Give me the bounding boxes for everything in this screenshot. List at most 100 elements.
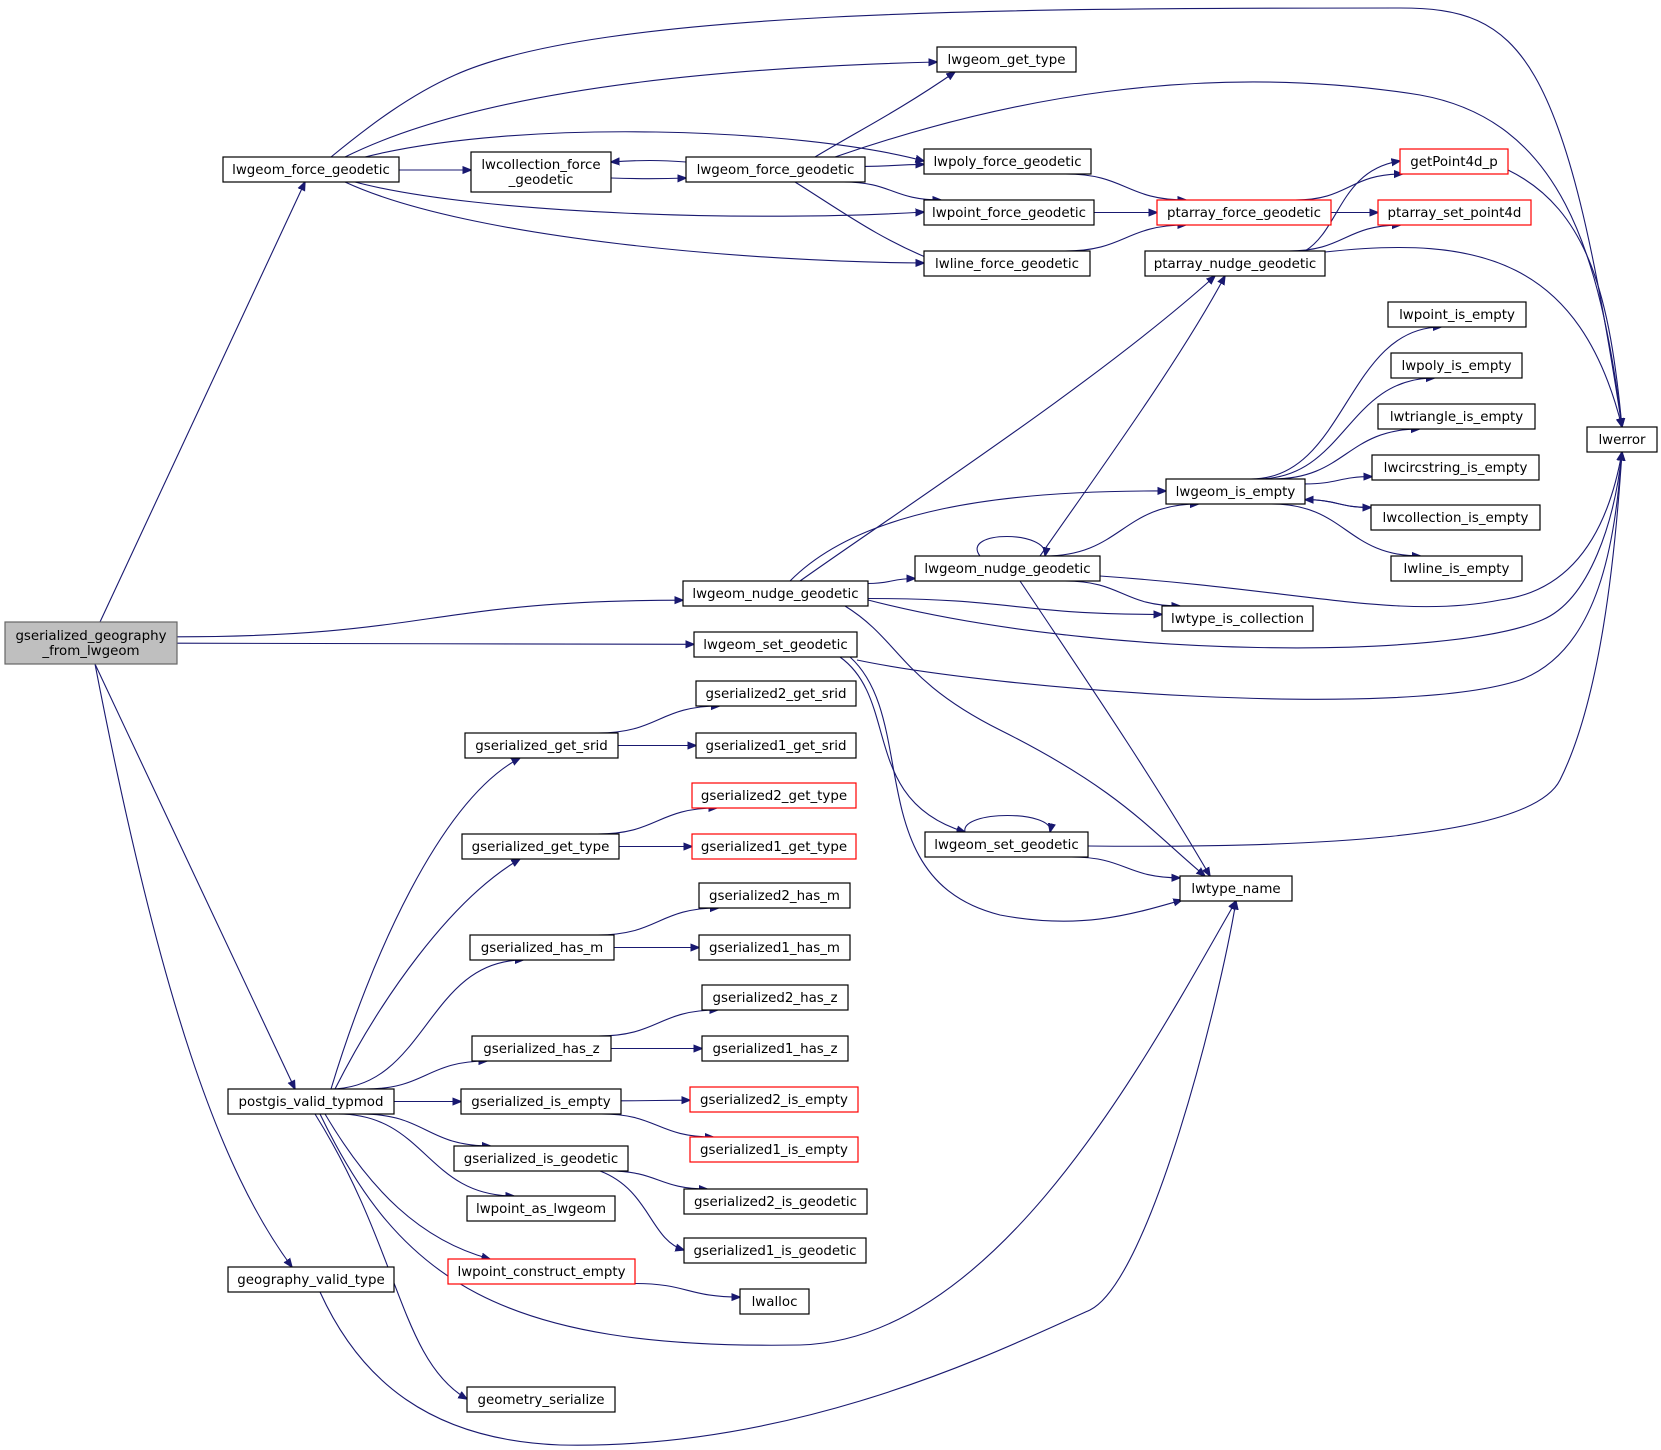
node-box[interactable] — [227, 1266, 395, 1293]
node-lwerror[interactable]: lwerror — [1586, 426, 1658, 453]
node-gserialized1-has-z[interactable]: gserialized1_has_z — [701, 1035, 849, 1062]
node-box[interactable] — [691, 782, 857, 809]
node-gserialized2-is-geodetic[interactable]: gserialized2_is_geodetic — [683, 1188, 868, 1215]
node-box[interactable] — [683, 1237, 867, 1264]
node-box[interactable] — [924, 831, 1089, 858]
node-box[interactable] — [453, 1145, 629, 1172]
node-box[interactable] — [695, 680, 857, 707]
node-box[interactable] — [1377, 403, 1536, 430]
node-box[interactable] — [701, 984, 849, 1011]
node-lwpoly-force-geodetic[interactable]: lwpoly_force_geodetic — [923, 148, 1092, 175]
node-gserialized1-has-m[interactable]: gserialized1_has_m — [698, 934, 851, 961]
node-lwtype-is-collection[interactable]: lwtype_is_collection — [1161, 605, 1314, 632]
node-lwalloc[interactable]: lwalloc — [739, 1288, 810, 1315]
node-gserialized1-is-geodetic[interactable]: gserialized1_is_geodetic — [683, 1237, 867, 1264]
node-box[interactable] — [1390, 352, 1523, 379]
node-box[interactable] — [683, 1188, 868, 1215]
node-lwcollection-is-empty[interactable]: lwcollection_is_empty — [1370, 504, 1541, 531]
node-getPoint4d-p[interactable]: getPoint4d_p — [1399, 148, 1509, 175]
node-lwgeom-is-empty[interactable]: lwgeom_is_empty — [1165, 478, 1306, 505]
node-box[interactable] — [682, 580, 869, 607]
node-lwgeom-set-geodetic-b[interactable]: lwgeom_set_geodetic — [924, 831, 1089, 858]
node-box[interactable] — [923, 148, 1092, 175]
node-box[interactable] — [1144, 250, 1326, 277]
node-ptarray-force-geodetic[interactable]: ptarray_force_geodetic — [1156, 199, 1332, 226]
node-box[interactable] — [471, 1035, 612, 1062]
node-box[interactable] — [923, 199, 1095, 226]
node-box[interactable] — [469, 934, 615, 961]
node-gserialized-get-type[interactable]: gserialized_get_type — [461, 833, 620, 860]
node-gserialized-is-empty[interactable]: gserialized_is_empty — [460, 1088, 622, 1115]
node-gserialized1-is-empty[interactable]: gserialized1_is_empty — [689, 1136, 859, 1163]
node-box[interactable] — [914, 555, 1101, 582]
node-gserialized1-get-srid[interactable]: gserialized1_get_srid — [695, 732, 857, 759]
node-lwpoint-is-empty[interactable]: lwpoint_is_empty — [1387, 301, 1527, 328]
node-gserialized2-is-empty[interactable]: gserialized2_is_empty — [689, 1086, 859, 1113]
node-box[interactable] — [689, 1086, 859, 1113]
node-geography-valid-type[interactable]: geography_valid_type — [227, 1266, 395, 1293]
node-box[interactable] — [464, 732, 619, 759]
node-box[interactable] — [689, 1136, 859, 1163]
node-lwgeom-set-geodetic-a[interactable]: lwgeom_set_geodetic — [693, 631, 858, 658]
node-box[interactable] — [1387, 301, 1527, 328]
node-lwpoint-construct-empty[interactable]: lwpoint_construct_empty — [447, 1258, 636, 1285]
node-lwgeom-force-geodetic-b[interactable]: lwgeom_force_geodetic — [685, 156, 866, 183]
node-box[interactable] — [701, 1035, 849, 1062]
node-box[interactable] — [739, 1288, 810, 1315]
node-lwcircstring-is-empty[interactable]: lwcircstring_is_empty — [1371, 454, 1540, 481]
node-box[interactable] — [447, 1258, 636, 1285]
node-box[interactable] — [466, 1386, 616, 1413]
node-lwtriangle-is-empty[interactable]: lwtriangle_is_empty — [1377, 403, 1536, 430]
node-postgis-valid-typmod[interactable]: postgis_valid_typmod — [227, 1088, 395, 1115]
node-gserialized2-get-srid[interactable]: gserialized2_get_srid — [695, 680, 857, 707]
node-box[interactable] — [698, 882, 851, 909]
node-gserialized2-get-type[interactable]: gserialized2_get_type — [691, 782, 857, 809]
node-box[interactable] — [693, 631, 858, 658]
node-root[interactable]: gserialized_geography_from_lwgeom — [4, 621, 178, 665]
node-gserialized2-has-m[interactable]: gserialized2_has_m — [698, 882, 851, 909]
node-box[interactable] — [227, 1088, 395, 1115]
node-lwline-is-empty[interactable]: lwline_is_empty — [1390, 555, 1523, 582]
node-box[interactable] — [461, 833, 620, 860]
node-geometry-serialize[interactable]: geometry_serialize — [466, 1386, 616, 1413]
node-box[interactable] — [1161, 605, 1314, 632]
node-lwpoint-force-geodetic[interactable]: lwpoint_force_geodetic — [923, 199, 1095, 226]
node-lwpoly-is-empty[interactable]: lwpoly_is_empty — [1390, 352, 1523, 379]
node-lwgeom-get-type[interactable]: lwgeom_get_type — [936, 46, 1077, 73]
node-box[interactable] — [695, 732, 857, 759]
node-box[interactable] — [470, 151, 612, 193]
node-box[interactable] — [691, 833, 857, 860]
node-box[interactable] — [1165, 478, 1306, 505]
node-gserialized-get-srid[interactable]: gserialized_get_srid — [464, 732, 619, 759]
node-box[interactable] — [1179, 875, 1293, 902]
node-lwpoint-as-lwgeom[interactable]: lwpoint_as_lwgeom — [466, 1195, 616, 1222]
node-lwcollection-force-geodetic[interactable]: lwcollection_force_geodetic — [470, 151, 612, 193]
node-box[interactable] — [1390, 555, 1523, 582]
node-box[interactable] — [1370, 504, 1541, 531]
node-box[interactable] — [1586, 426, 1658, 453]
node-box[interactable] — [460, 1088, 622, 1115]
node-lwgeom-nudge-geodetic-b[interactable]: lwgeom_nudge_geodetic — [914, 555, 1101, 582]
node-box[interactable] — [4, 621, 178, 665]
node-lwgeom-force-geodetic-a[interactable]: lwgeom_force_geodetic — [222, 156, 400, 183]
node-lwtype-name[interactable]: lwtype_name — [1179, 875, 1293, 902]
node-gserialized1-get-type[interactable]: gserialized1_get_type — [691, 833, 857, 860]
node-box[interactable] — [1399, 148, 1509, 175]
node-box[interactable] — [222, 156, 400, 183]
node-box[interactable] — [685, 156, 866, 183]
node-ptarray-set-point4d[interactable]: ptarray_set_point4d — [1377, 199, 1532, 226]
node-gserialized-is-geodetic[interactable]: gserialized_is_geodetic — [453, 1145, 629, 1172]
node-box[interactable] — [1377, 199, 1532, 226]
node-box[interactable] — [1156, 199, 1332, 226]
node-ptarray-nudge-geodetic[interactable]: ptarray_nudge_geodetic — [1144, 250, 1326, 277]
node-box[interactable] — [466, 1195, 616, 1222]
node-gserialized2-has-z[interactable]: gserialized2_has_z — [701, 984, 849, 1011]
node-box[interactable] — [698, 934, 851, 961]
node-box[interactable] — [923, 250, 1091, 277]
node-box[interactable] — [936, 46, 1077, 73]
node-gserialized-has-z[interactable]: gserialized_has_z — [471, 1035, 612, 1062]
node-lwgeom-nudge-geodetic-a[interactable]: lwgeom_nudge_geodetic — [682, 580, 869, 607]
node-box[interactable] — [1371, 454, 1540, 481]
node-lwline-force-geodetic[interactable]: lwline_force_geodetic — [923, 250, 1091, 277]
node-gserialized-has-m[interactable]: gserialized_has_m — [469, 934, 615, 961]
